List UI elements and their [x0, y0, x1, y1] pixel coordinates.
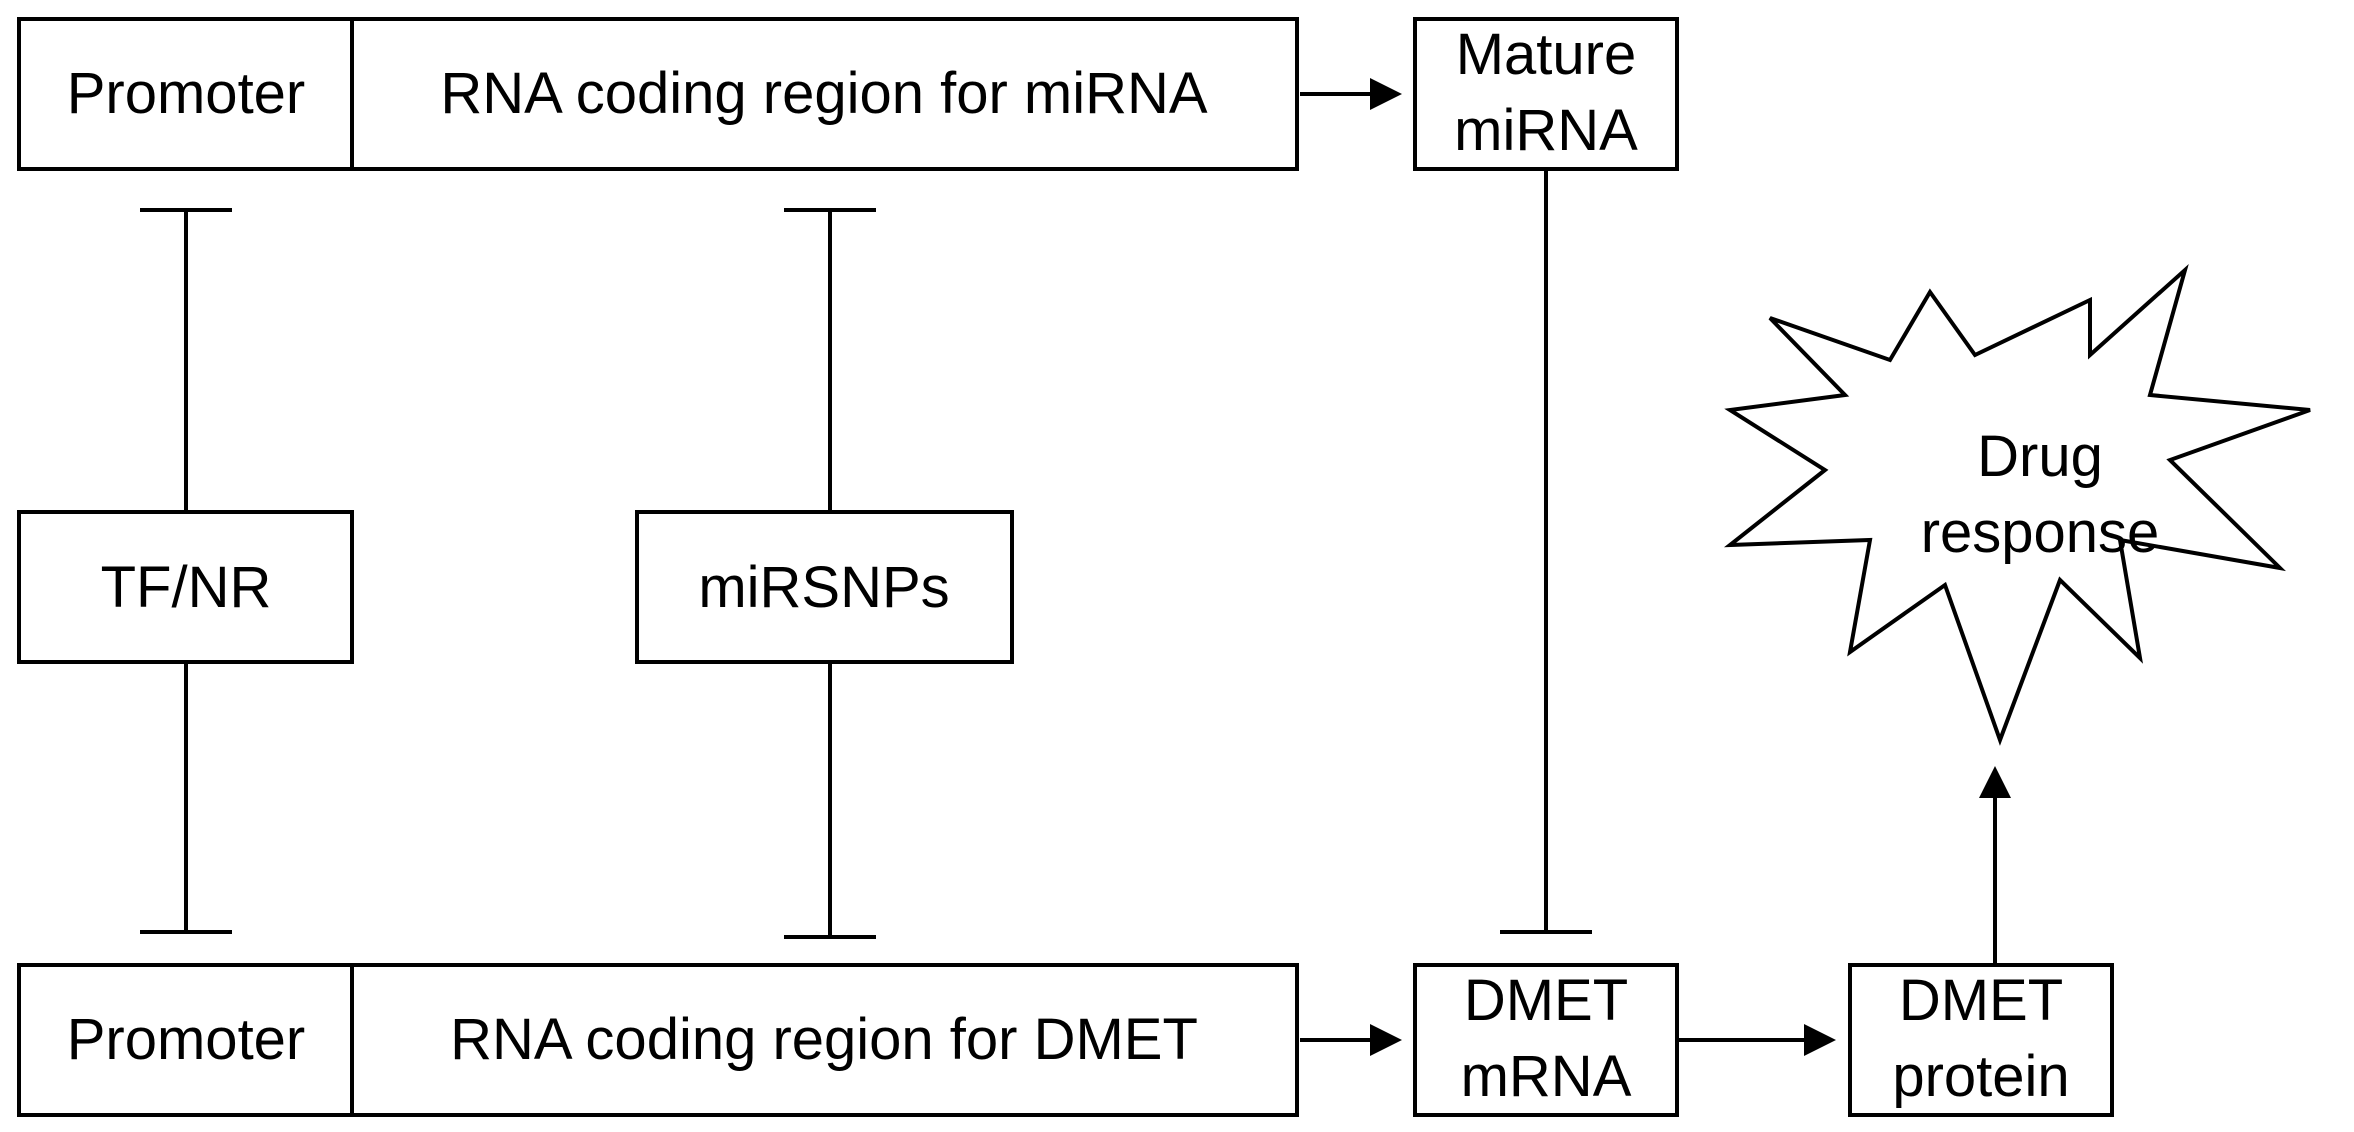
drug-response-starburst: [1723, 263, 2311, 746]
mirna-gene-bar: Promoter RNA coding region for miRNA: [17, 17, 1299, 171]
dmet-mrna-line1: DMET: [1464, 968, 1628, 1033]
dmet-mrna-box: [1413, 963, 1679, 1117]
drug-response-line2: response: [1921, 500, 2160, 565]
tf-nr-label: TF/NR: [101, 555, 272, 620]
drug-response-node: Drug response: [1723, 263, 2311, 746]
mirsnps-node: miRSNPs: [635, 510, 1014, 664]
dmet-protein-line2: protein: [1892, 1044, 2069, 1109]
dmet-protein-box: [1848, 963, 2114, 1117]
mature-mirna-node: Mature miRNA: [1413, 17, 1679, 171]
mature-mirna-line2: miRNA: [1454, 98, 1638, 163]
drug-response-line1: Drug: [1977, 424, 2103, 489]
mirna-promoter-label: Promoter: [67, 61, 306, 126]
dmet-promoter-label: Promoter: [67, 1007, 306, 1072]
dmet-gene-box: [17, 963, 1299, 1117]
mirsnps-box: [635, 510, 1014, 664]
tf-nr-node: TF/NR: [17, 510, 354, 664]
dmet-coding-region-label: RNA coding region for DMET: [450, 1007, 1198, 1072]
dmet-mrna-node: DMET mRNA: [1413, 963, 1679, 1117]
dmet-protein-line1: DMET: [1899, 968, 2063, 1033]
mirna-coding-region-label: RNA coding region for miRNA: [440, 61, 1208, 126]
dmet-mrna-line2: mRNA: [1461, 1044, 1632, 1109]
dmet-protein-node: DMET protein: [1848, 963, 2114, 1117]
mirsnps-label: miRSNPs: [698, 555, 949, 620]
mirna-gene-box: [17, 17, 1299, 171]
mature-mirna-box: [1413, 17, 1679, 171]
dmet-gene-bar: Promoter RNA coding region for DMET: [17, 963, 1299, 1117]
tf-nr-box: [17, 510, 354, 664]
mature-mirna-line1: Mature: [1456, 22, 1637, 87]
